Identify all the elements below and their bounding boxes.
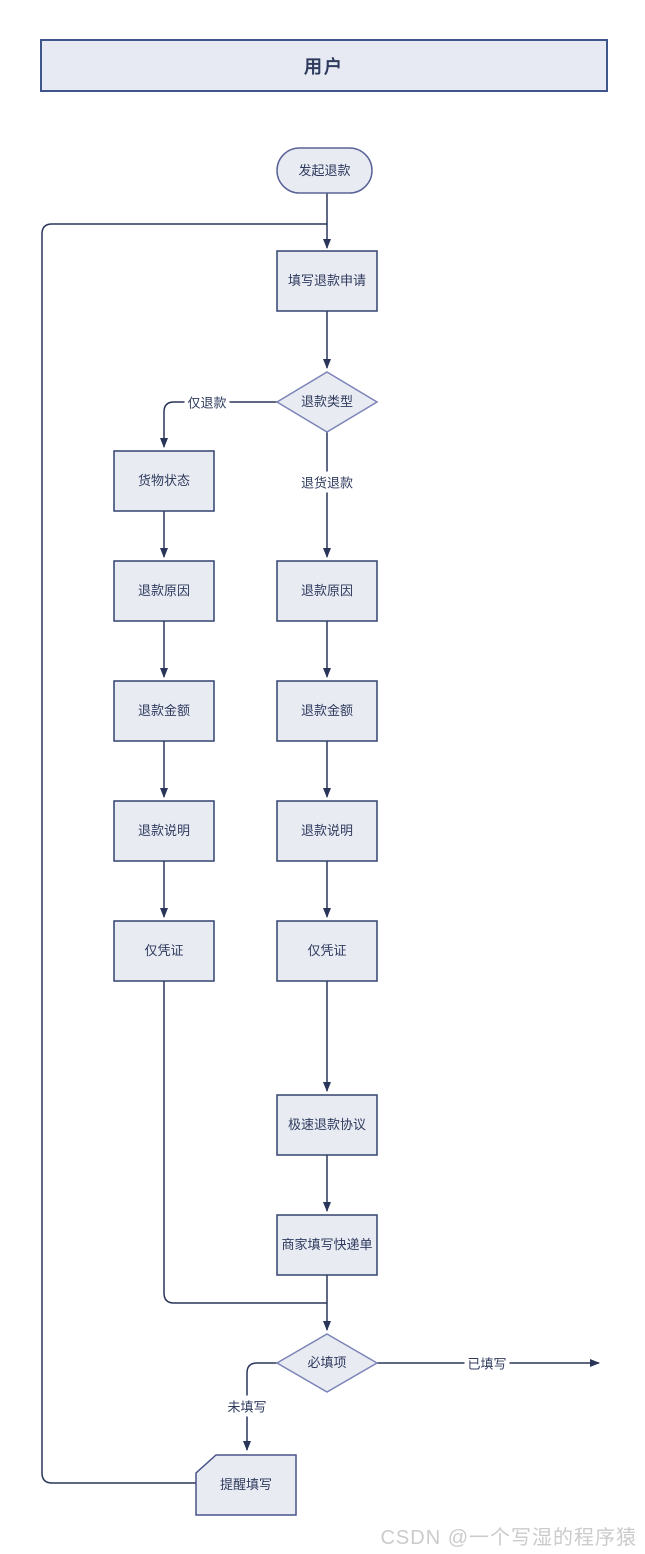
- shape-fast-refund-agreement: [276, 1094, 378, 1156]
- shape-refund-type-decision: [275, 371, 379, 433]
- edges: [41, 193, 600, 1484]
- edge-refund-type-to-goods-status: [160, 401, 277, 448]
- edge-voucher-left-merge: [163, 981, 327, 1304]
- watermark: CSDN @一个写湿的程序猿: [380, 1527, 637, 1549]
- shape-refund-reason-right: [276, 560, 378, 622]
- shape-voucher-right: [276, 920, 378, 982]
- shape-required-check-decision: [275, 1333, 379, 1393]
- edge-label-not-filled: 未填写: [224, 1395, 270, 1417]
- shape-start-terminator: [276, 147, 373, 194]
- node-shapes: [113, 147, 379, 1516]
- shape-refund-amount-left: [113, 680, 215, 742]
- edge-required-check-to-remind-fill: [243, 1362, 277, 1451]
- shape-goods-status: [113, 450, 215, 512]
- shape-remind-fill-card: [195, 1454, 297, 1516]
- shape-refund-note-right: [276, 800, 378, 862]
- shape-refund-reason-left: [113, 560, 215, 622]
- edge-remind-loop-back: [41, 223, 327, 1484]
- shape-refund-amount-right: [276, 680, 378, 742]
- edge-label-refund-only: 仅退款: [184, 391, 230, 413]
- lane-header: 用户: [40, 39, 608, 92]
- lane-title: 用户: [304, 56, 344, 77]
- shape-refund-note-left: [113, 800, 215, 862]
- shape-voucher-left: [113, 920, 215, 982]
- shape-merchant-fill-express: [276, 1214, 378, 1276]
- edge-label-filled: 已填写: [464, 1352, 510, 1374]
- edge-label-return-refund: 退货退款: [297, 471, 357, 493]
- shape-fill-apply: [276, 250, 378, 312]
